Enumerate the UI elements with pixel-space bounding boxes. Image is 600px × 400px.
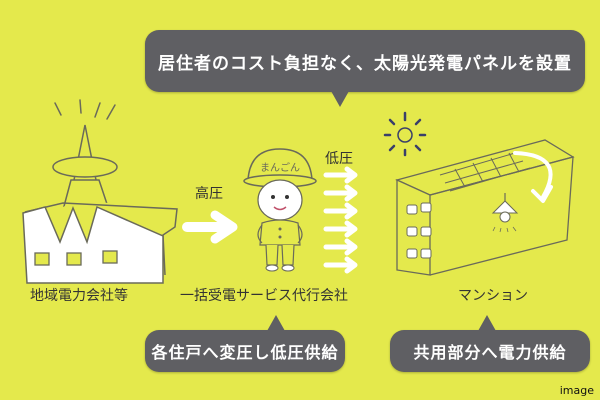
node-label-mansion: マンション	[458, 288, 528, 304]
arrow-right-icon	[182, 210, 238, 244]
bottom-callout-left-text: 各住戸へ変圧し低圧供給	[151, 343, 339, 362]
worker-mascot-icon: まんごん	[243, 148, 317, 272]
callout-tail	[267, 315, 285, 331]
bottom-callout-left: 各住戸へ変圧し低圧供給	[145, 315, 345, 372]
power-plant-icon	[22, 99, 178, 284]
node-label-agent: 一括受電サービス代行会社	[180, 288, 348, 304]
solar-panel-icon	[439, 152, 531, 192]
bottom-callout-right-text: 共用部分へ電力供給	[413, 343, 567, 362]
node-label-utility: 地域電力会社等	[30, 288, 128, 304]
callout-tail	[478, 315, 496, 331]
curved-arrow-icon	[513, 151, 553, 199]
edge-label-low-voltage: 低圧	[325, 151, 353, 167]
multi-arrow-icon	[323, 166, 358, 274]
edge-label-high-voltage: 高圧	[195, 186, 223, 202]
top-callout: 居住者のコスト負担なく、太陽光発電パネルを設置	[145, 30, 585, 107]
top-callout-text: 居住者のコスト負担なく、太陽光発電パネルを設置	[158, 53, 572, 74]
lamp-icon	[491, 193, 519, 233]
bottom-callout-right: 共用部分へ電力供給	[390, 315, 590, 372]
helmet-text: まんごん	[260, 161, 300, 174]
callout-tail	[331, 91, 349, 107]
image-credit: image	[559, 384, 594, 397]
sun-icon	[383, 111, 427, 157]
apartment-building-icon	[395, 139, 575, 276]
